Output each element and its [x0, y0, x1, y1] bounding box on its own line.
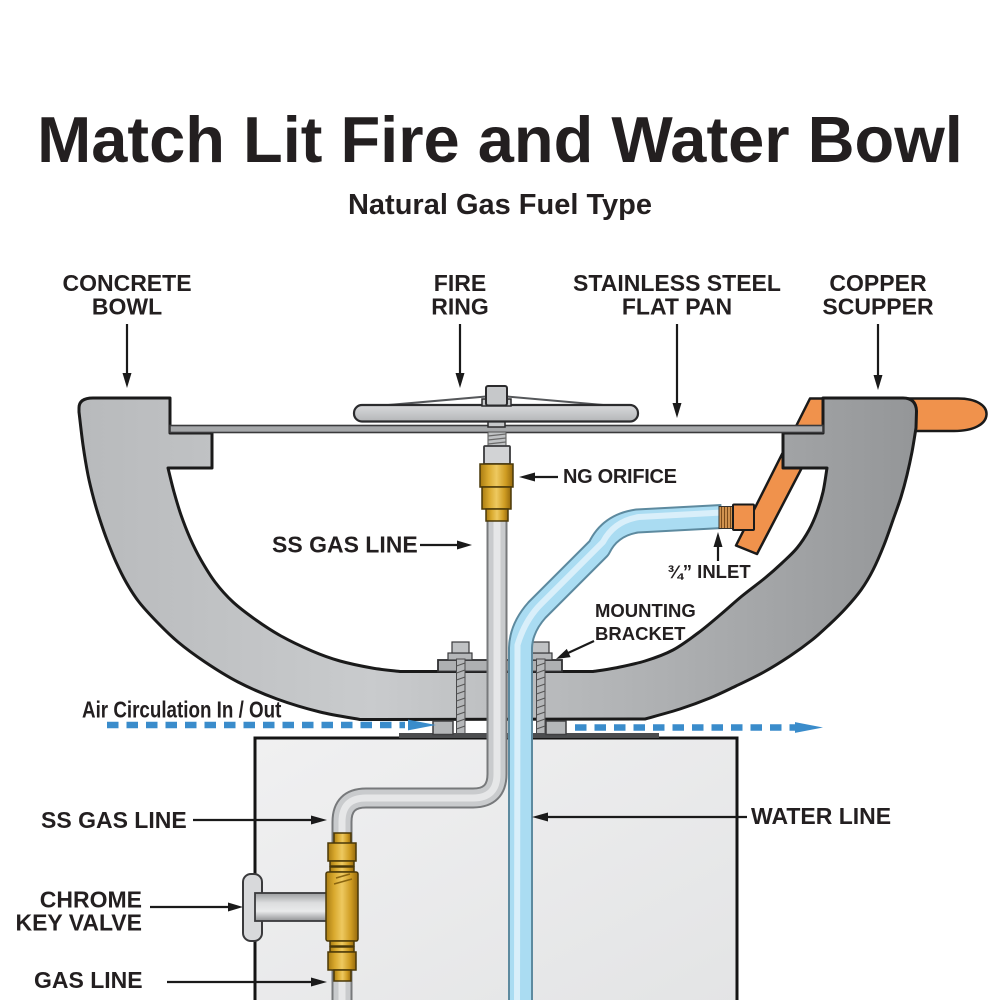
svg-text:¾” INLET: ¾” INLET [667, 561, 751, 582]
svg-text:FLAT PAN: FLAT PAN [622, 294, 732, 320]
svg-text:SS GAS LINE: SS GAS LINE [272, 532, 418, 558]
svg-text:WATER LINE: WATER LINE [751, 803, 891, 829]
svg-text:COPPER: COPPER [829, 270, 927, 296]
svg-text:Match Lit Fire and Water Bowl: Match Lit Fire and Water Bowl [37, 103, 963, 176]
svg-text:FIRE: FIRE [434, 270, 486, 296]
svg-text:CHROME: CHROME [40, 887, 142, 913]
svg-text:BRACKET: BRACKET [595, 623, 686, 644]
svg-text:BOWL: BOWL [92, 294, 162, 320]
svg-text:RING: RING [431, 294, 489, 320]
svg-text:MOUNTING: MOUNTING [595, 600, 696, 621]
svg-text:GAS LINE: GAS LINE [34, 967, 143, 993]
svg-text:CONCRETE: CONCRETE [62, 270, 191, 296]
svg-text:Natural Gas Fuel Type: Natural Gas Fuel Type [348, 189, 652, 221]
svg-text:NG ORIFICE: NG ORIFICE [563, 466, 677, 488]
svg-text:SS GAS LINE: SS GAS LINE [41, 807, 187, 833]
svg-text:STAINLESS STEEL: STAINLESS STEEL [573, 270, 781, 296]
svg-text:SCUPPER: SCUPPER [822, 294, 934, 320]
svg-text:KEY VALVE: KEY VALVE [15, 910, 142, 936]
svg-text:Air Circulation In / Out: Air Circulation In / Out [82, 697, 281, 724]
